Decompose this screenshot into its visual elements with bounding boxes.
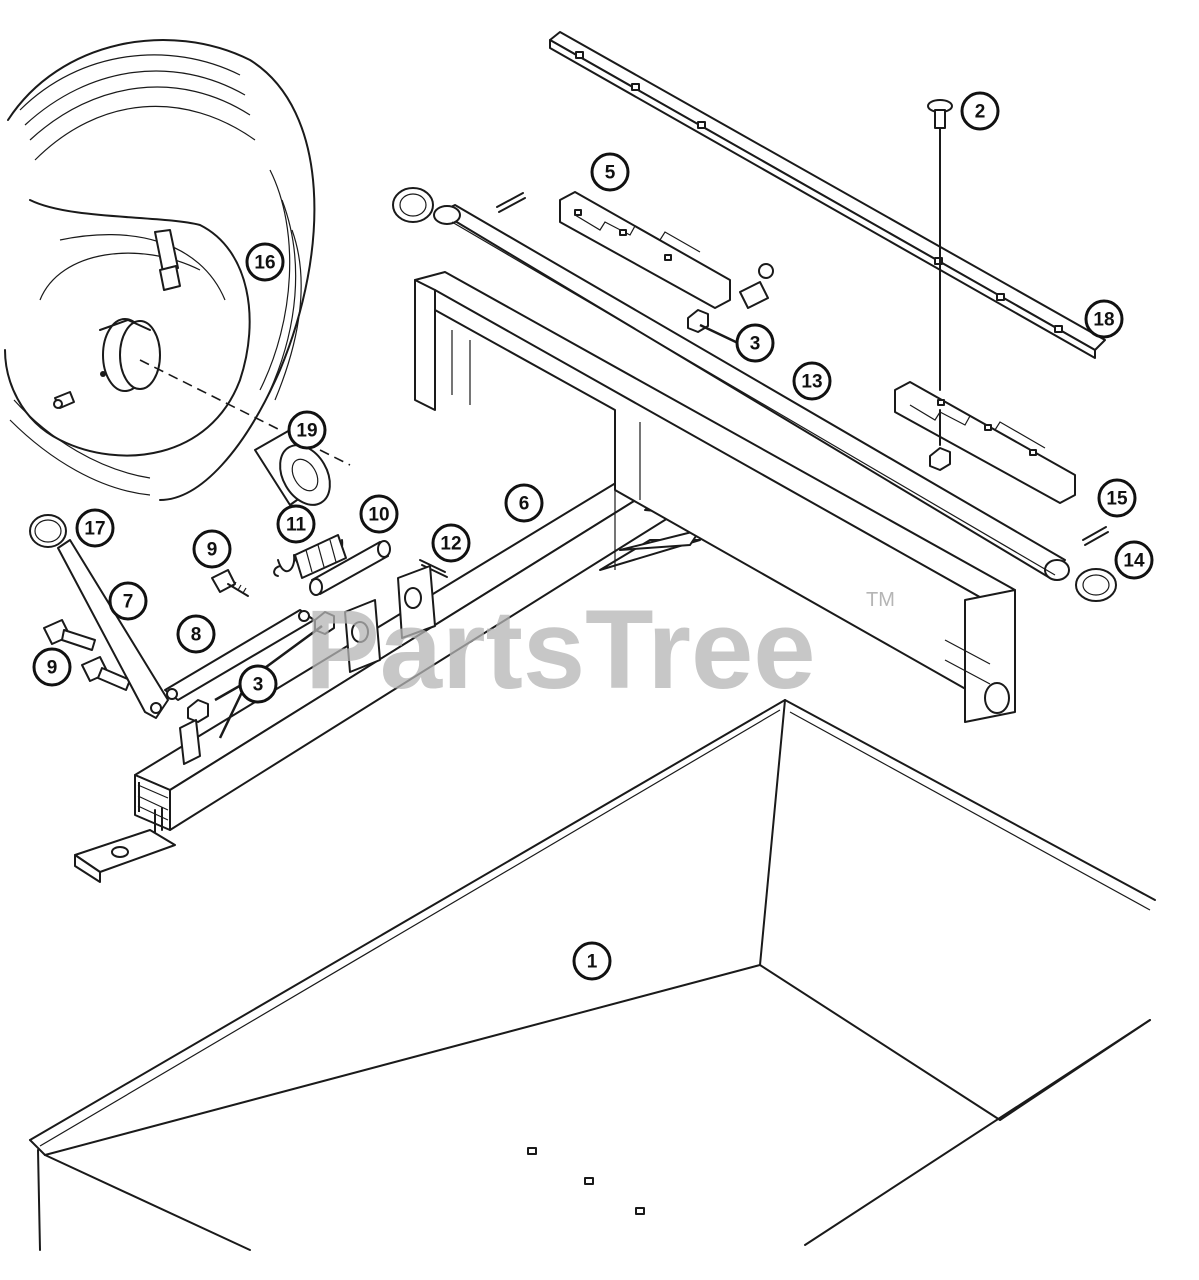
frame-tongue-drawing	[74, 449, 791, 883]
svg-text:19: 19	[296, 421, 317, 442]
callout-7: 7	[108, 581, 148, 621]
callout-8: 8	[176, 614, 216, 654]
carriage-bolt-drawing	[927, 99, 953, 446]
svg-text:17: 17	[84, 519, 105, 540]
svg-text:9: 9	[207, 540, 218, 561]
callout-14: 14	[1114, 540, 1154, 580]
roll-pin-drawing-right	[1082, 526, 1109, 546]
callout-5: 5	[590, 152, 630, 192]
svg-text:7: 7	[123, 592, 134, 613]
svg-text:8: 8	[191, 625, 202, 646]
callout-17: 17	[75, 508, 115, 548]
svg-text:14: 14	[1123, 551, 1145, 572]
callout-9-upper: 9	[192, 529, 232, 569]
callout-2: 2	[960, 91, 1000, 131]
callout-12: 12	[431, 523, 471, 563]
svg-text:2: 2	[975, 102, 986, 123]
bolt-drawing	[211, 569, 249, 597]
leader-lines	[214, 323, 739, 739]
callout-15: 15	[1097, 478, 1137, 518]
pin-drawing	[309, 540, 391, 596]
svg-text:18: 18	[1093, 310, 1114, 331]
strip-drawing	[549, 31, 1106, 359]
callout-11: 11	[276, 504, 316, 544]
axle-centerline	[139, 359, 351, 466]
svg-text:12: 12	[440, 534, 461, 555]
rear-frame-drawing	[414, 271, 1016, 723]
svg-text:15: 15	[1106, 489, 1128, 510]
svg-text:11: 11	[286, 515, 307, 536]
callout-6: 6	[504, 483, 544, 523]
bolt-drawing-lower	[43, 619, 131, 691]
callout-16: 16	[245, 242, 285, 282]
callout-18: 18	[1084, 299, 1124, 339]
callout-9-lower: 9	[32, 647, 72, 687]
svg-text:9: 9	[47, 658, 58, 679]
roll-pin-drawing	[496, 192, 526, 213]
svg-text:3: 3	[253, 675, 264, 696]
callout-3: 3	[238, 664, 278, 704]
washer-drawings	[392, 187, 1117, 602]
svg-text:10: 10	[368, 505, 389, 526]
handle-drawing	[29, 514, 169, 719]
watermark: PartsTree TM	[305, 587, 895, 712]
callout-3-upper: 3	[735, 323, 775, 363]
axle-tube-drawing	[433, 204, 1070, 581]
callout-13: 13	[792, 361, 832, 401]
hinge-bracket-drawing	[559, 191, 774, 309]
svg-text:6: 6	[519, 494, 530, 515]
bushing-drawing	[254, 429, 331, 506]
svg-text:13: 13	[801, 372, 822, 393]
svg-text:1: 1	[587, 952, 598, 973]
hopper-box-drawing	[29, 699, 1156, 1251]
watermark-text: PartsTree	[305, 587, 816, 712]
callout-10: 10	[359, 494, 399, 534]
watermark-trademark: TM	[866, 589, 895, 611]
svg-text:16: 16	[254, 253, 275, 274]
wheel-tire-drawing	[4, 39, 316, 501]
svg-text:5: 5	[605, 163, 616, 184]
svg-text:3: 3	[750, 334, 761, 355]
callout-19: 19	[287, 410, 327, 450]
spring-drawing	[273, 534, 347, 579]
callout-1: 1	[572, 941, 612, 981]
